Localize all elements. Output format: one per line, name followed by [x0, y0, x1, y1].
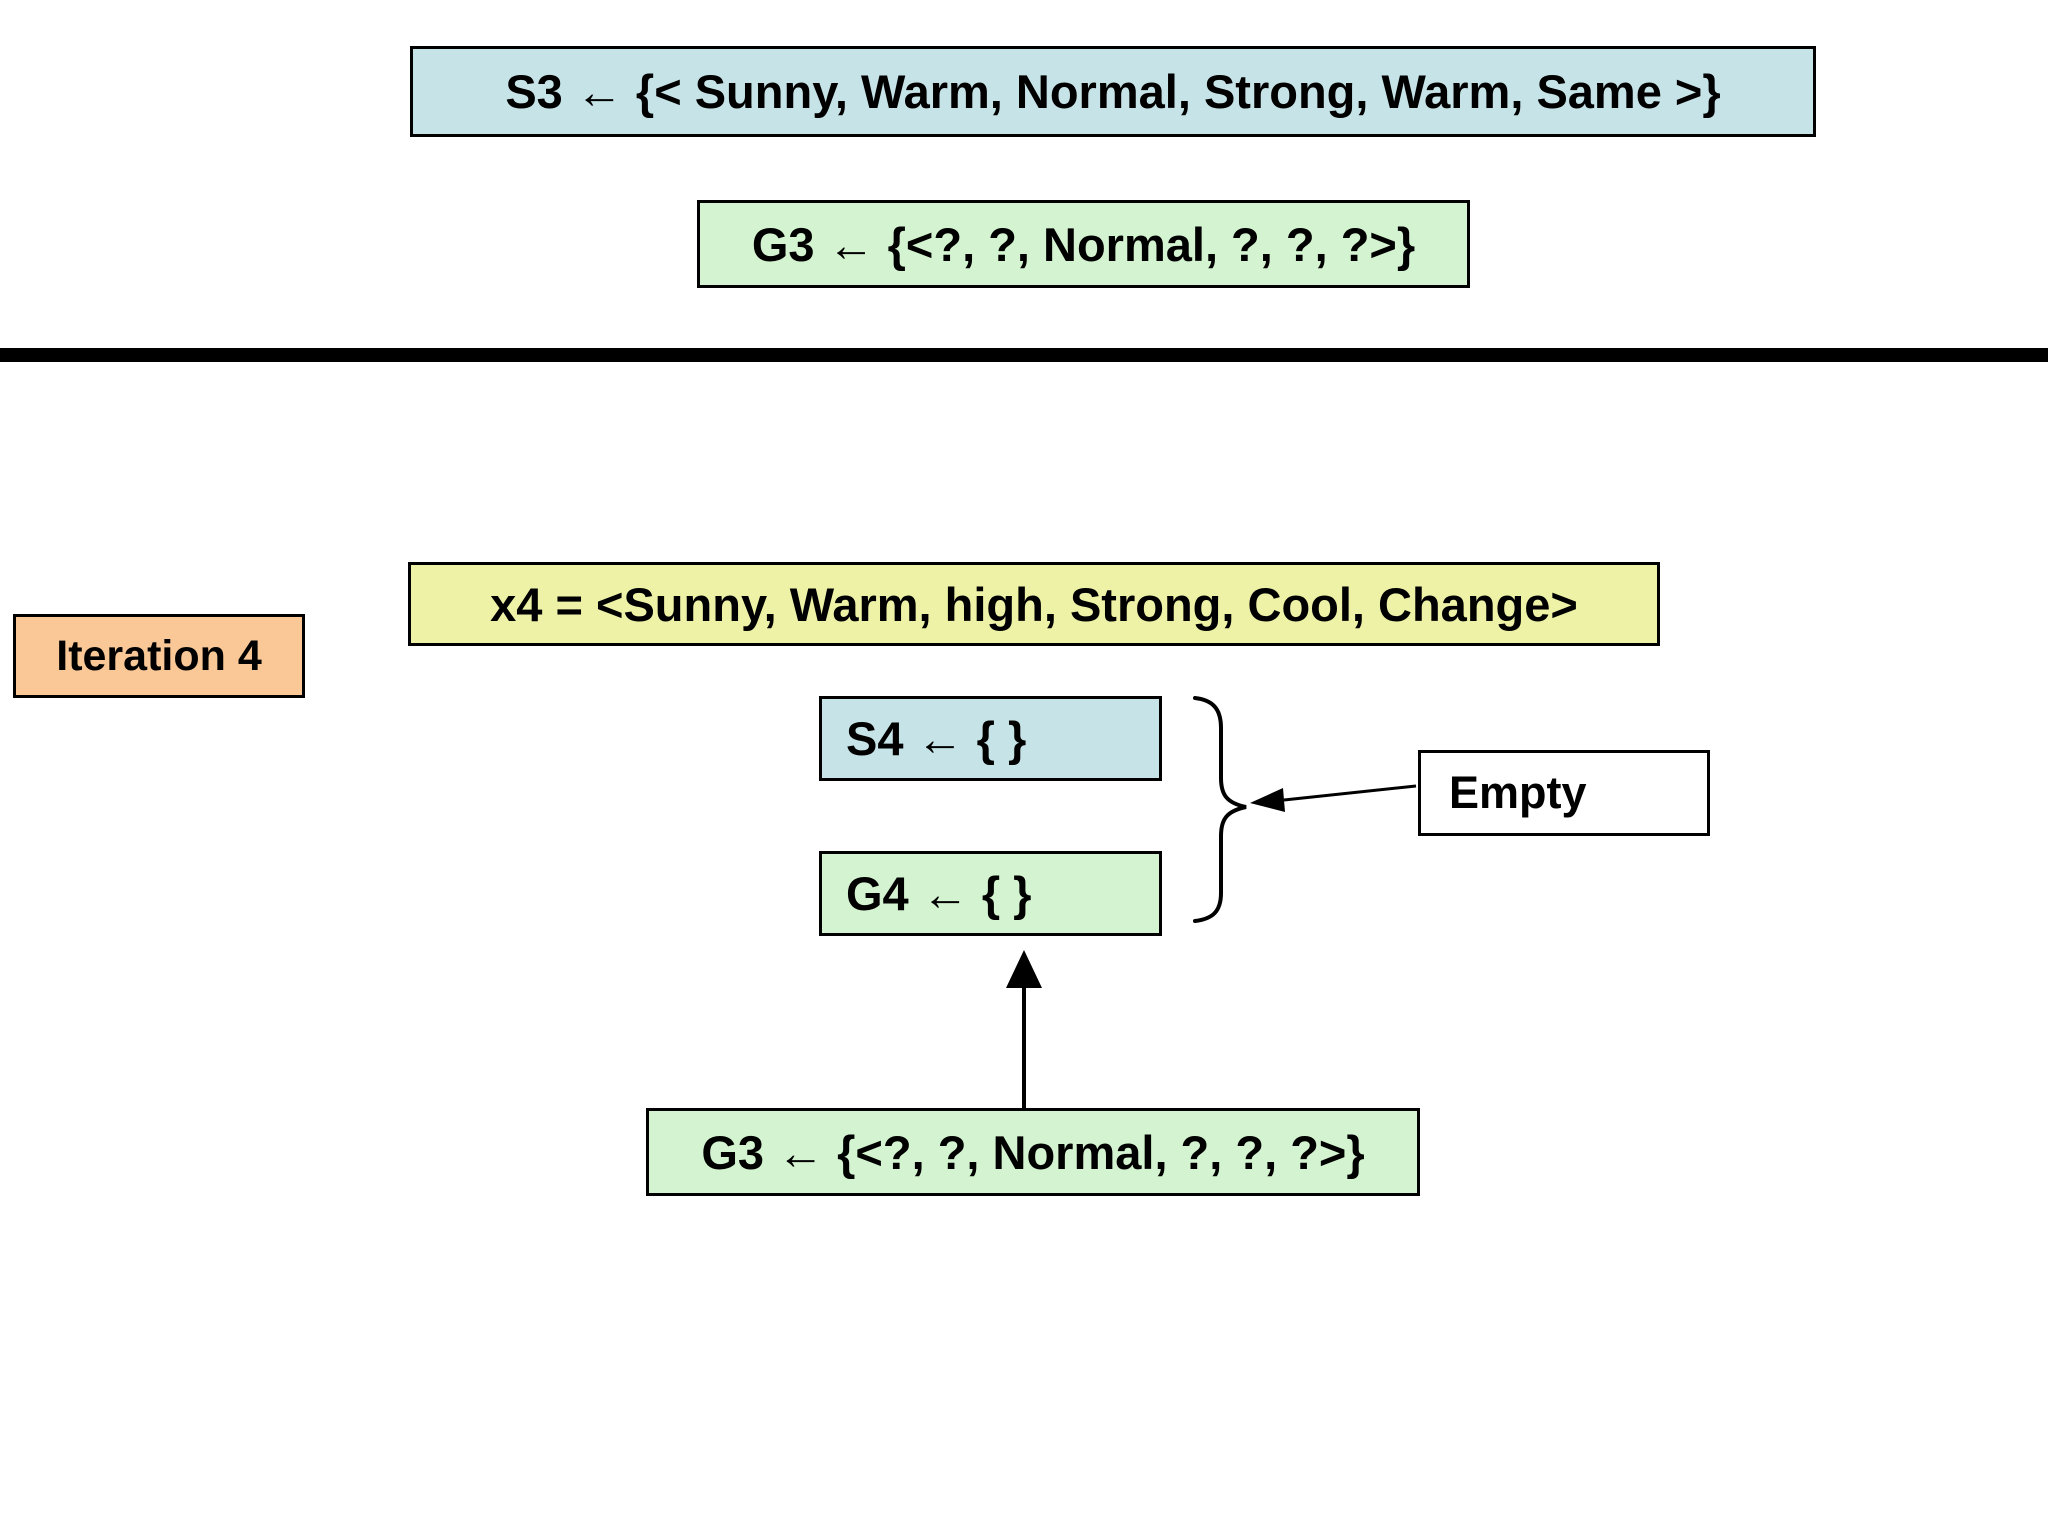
g4-hypothesis-label: G4 ← { } [846, 867, 1032, 920]
g3-hypothesis-box-bottom: G3 ← {<?, ?, Normal, ?, ?, ?>} [646, 1108, 1420, 1196]
s3-hypothesis-label: S3 ← {< Sunny, Warm, Normal, Strong, War… [505, 65, 1721, 118]
g3-hypothesis-box-top: G3 ← {<?, ?, Normal, ?, ?, ?>} [697, 200, 1470, 288]
section-divider-line [0, 348, 2048, 362]
x4-example-box: x4 = <Sunny, Warm, high, Strong, Cool, C… [408, 562, 1660, 646]
iteration-4-label: Iteration 4 [56, 631, 262, 680]
g3-to-g4-arrow [1006, 950, 1042, 1108]
empty-callout-label: Empty [1449, 767, 1587, 818]
empty-callout-box: Empty [1418, 750, 1710, 836]
g3-hypothesis-label-top: G3 ← {<?, ?, Normal, ?, ?, ?>} [751, 217, 1416, 271]
g4-hypothesis-box: G4 ← { } [819, 851, 1162, 936]
iteration-4-badge: Iteration 4 [13, 614, 305, 698]
s4-hypothesis-label: S4 ← { } [846, 712, 1027, 765]
s4-hypothesis-box: S4 ← { } [819, 696, 1162, 781]
g3-hypothesis-label-bottom: G3 ← {<?, ?, Normal, ?, ?, ?>} [701, 1125, 1365, 1179]
s3-hypothesis-box: S3 ← {< Sunny, Warm, Normal, Strong, War… [410, 46, 1816, 137]
empty-to-brace-arrow [1250, 784, 1417, 812]
x4-example-label: x4 = <Sunny, Warm, high, Strong, Cool, C… [490, 577, 1578, 631]
curly-brace-icon [1193, 696, 1247, 923]
